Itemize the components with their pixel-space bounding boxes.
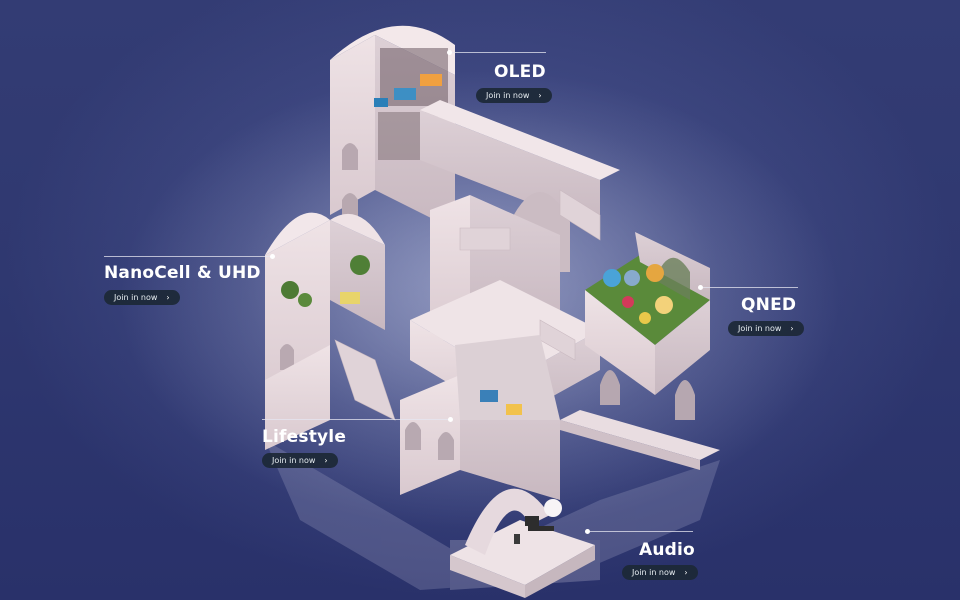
audio-title[interactable]: Audio [639, 540, 695, 560]
qned-garden [585, 232, 710, 420]
chevron-right-icon: › [166, 293, 170, 302]
chevron-right-icon: › [684, 568, 688, 577]
audio-hotspot-dot[interactable] [585, 529, 590, 534]
oled-join-button[interactable]: Join in now › [476, 88, 553, 103]
lifestyle-join-label: Join in now [272, 456, 316, 465]
chevron-right-icon: › [324, 456, 328, 465]
oled-title[interactable]: OLED [494, 62, 546, 82]
qned-hotspot-line [703, 287, 798, 288]
stairs [334, 189, 601, 421]
lifestyle-block [265, 335, 560, 500]
qned-hotspot-dot[interactable] [698, 285, 703, 290]
lifestyle-join-button[interactable]: Join in now › [262, 453, 339, 468]
lifestyle-hotspot-dot[interactable] [448, 417, 453, 422]
oled-hotspot-dot[interactable] [447, 50, 452, 55]
qned-join-label: Join in now [738, 324, 782, 333]
chevron-right-icon: › [790, 324, 794, 333]
nanocell-join-button[interactable]: Join in now › [104, 290, 181, 305]
lifestyle-title[interactable]: Lifestyle [262, 427, 347, 447]
lifestyle-hotspot-line [262, 419, 450, 420]
oled-join-label: Join in now [486, 91, 530, 100]
audio-join-label: Join in now [632, 568, 676, 577]
chevron-right-icon: › [538, 91, 542, 100]
nanocell-join-label: Join in now [114, 293, 158, 302]
audio-stage [450, 488, 595, 598]
oled-hotspot-line [452, 52, 546, 53]
nanocell-title[interactable]: NanoCell & UHD [104, 263, 261, 283]
nanocell-hotspot-dot[interactable] [270, 254, 275, 259]
audio-hotspot-line [590, 531, 693, 532]
nanocell-hotspot-line [104, 256, 272, 257]
audio-join-button[interactable]: Join in now › [622, 565, 699, 580]
qned-join-button[interactable]: Join in now › [728, 321, 805, 336]
qned-title[interactable]: QNED [741, 295, 797, 315]
